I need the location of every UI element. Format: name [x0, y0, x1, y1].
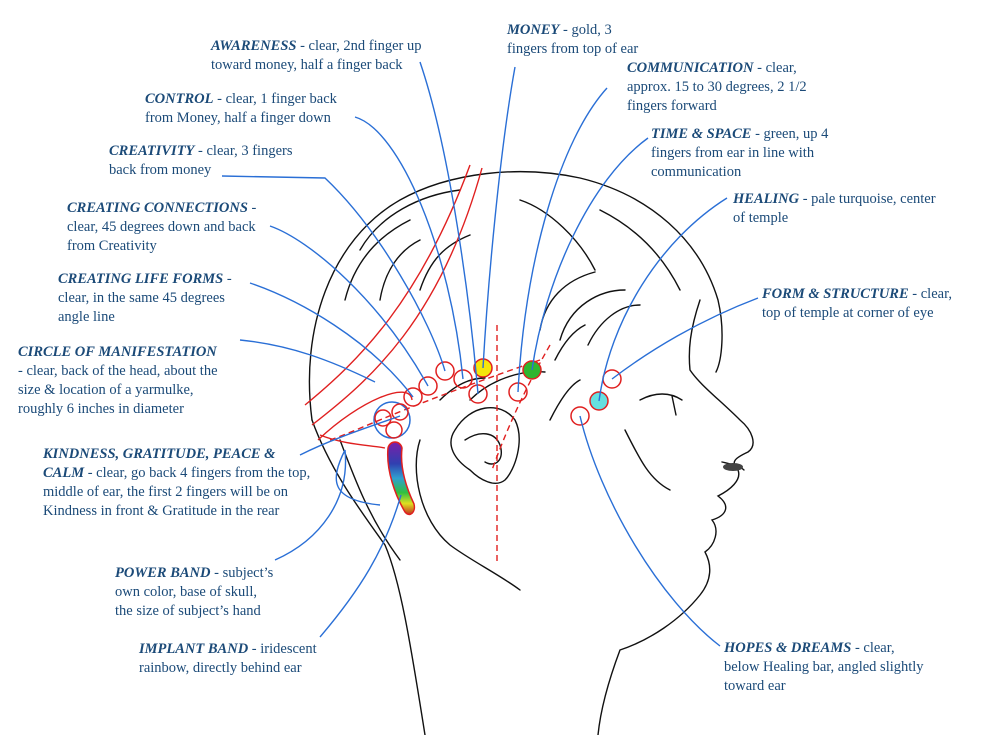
label-communication: COMMUNICATION - clear,approx. 15 to 30 d…: [627, 60, 807, 114]
label-hopes-dreams: HOPES & DREAMS - clear,below Healing bar…: [724, 640, 924, 694]
label-creating-life-forms: CREATING LIFE FORMS -clear, in the same …: [58, 271, 232, 325]
label-creating-connections: CREATING CONNECTIONS -clear, 45 degrees …: [67, 200, 257, 254]
red-bands: [304, 164, 551, 565]
label-form-structure: FORM & STRUCTURE - clear,top of temple a…: [762, 286, 952, 321]
point-creating-life-forms: [403, 387, 423, 407]
nostril-icon: [723, 463, 743, 471]
implant-band: [386, 441, 416, 516]
kindness-points: [374, 403, 409, 439]
point-awareness: [468, 384, 488, 404]
point-control: [453, 369, 473, 389]
leader-lines: [221, 61, 759, 647]
point-creating-connections: [418, 376, 438, 396]
point-creativity: [435, 361, 455, 381]
label-circle-of-manifestation: CIRCLE OF MANIFESTATION- clear, back of …: [18, 344, 218, 417]
head-outline: [308, 171, 754, 735]
point-hopes-dreams: [570, 406, 590, 426]
label-kindness-gratitude: KINDNESS, GRATITUDE, PEACE &CALM - clear…: [43, 446, 311, 519]
